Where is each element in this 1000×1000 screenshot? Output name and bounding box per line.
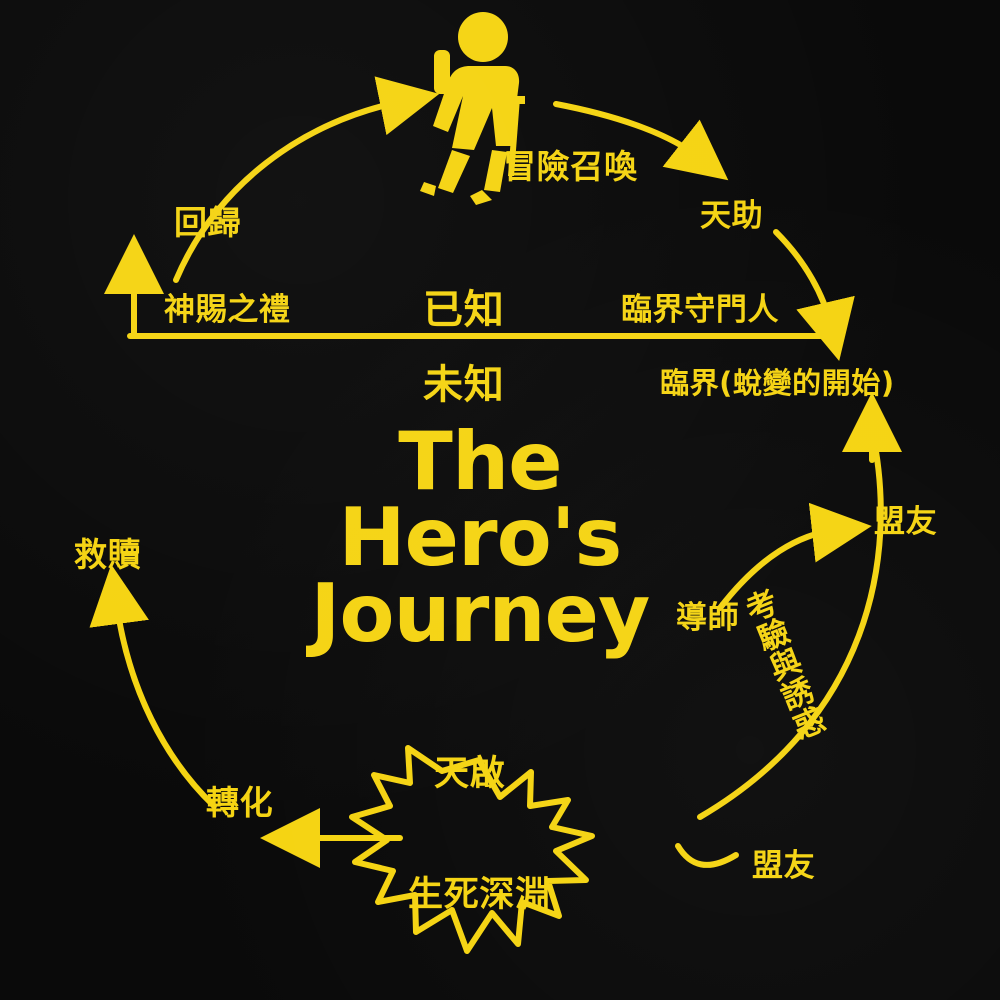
arc-threshold-to-abyss <box>697 427 884 820</box>
stage-label-threshold-crossing: 臨界(蛻變的開始) <box>660 366 895 400</box>
label-known: 已知 <box>423 287 505 333</box>
stage-label-call-to-adventure: 冒險召喚 <box>503 147 638 186</box>
arc-aid-to-threshold <box>773 229 855 362</box>
arc-call-to-aid <box>553 101 729 181</box>
stage-label-atonement: 救贖 <box>74 535 142 574</box>
arc-return-to-call <box>173 76 440 283</box>
starburst-icon <box>349 745 595 954</box>
stage-label-gift-of-the-goddess: 神賜之禮 <box>164 292 291 328</box>
arc-allies-hook <box>675 843 739 868</box>
page-title: The Hero's Journey <box>290 415 670 660</box>
arc-mentor-to-allies <box>717 502 872 611</box>
title-line-1: The <box>398 415 562 508</box>
title-line-2: Hero's <box>338 491 623 584</box>
stage-label-supernatural-aid: 天助 <box>700 198 764 234</box>
stage-label-allies-bottom: 盟友 <box>752 848 816 884</box>
stage-label-return: 回歸 <box>174 203 242 242</box>
arc-transformation-to-atonement <box>89 564 217 809</box>
label-unknown: 未知 <box>423 362 505 408</box>
stage-label-threshold-guardian: 臨界守門人 <box>621 292 780 328</box>
stage-label-transformation: 轉化 <box>206 783 274 822</box>
hiker-icon <box>420 12 525 205</box>
stage-label-revelation: 天啟 <box>434 754 506 794</box>
title-line-3: Journey <box>310 567 651 660</box>
stage-label-mentor: 導師 <box>676 600 740 636</box>
stage-label-allies-right: 盟友 <box>874 504 938 540</box>
stage-label-abyss: 生死深淵 <box>408 875 551 915</box>
